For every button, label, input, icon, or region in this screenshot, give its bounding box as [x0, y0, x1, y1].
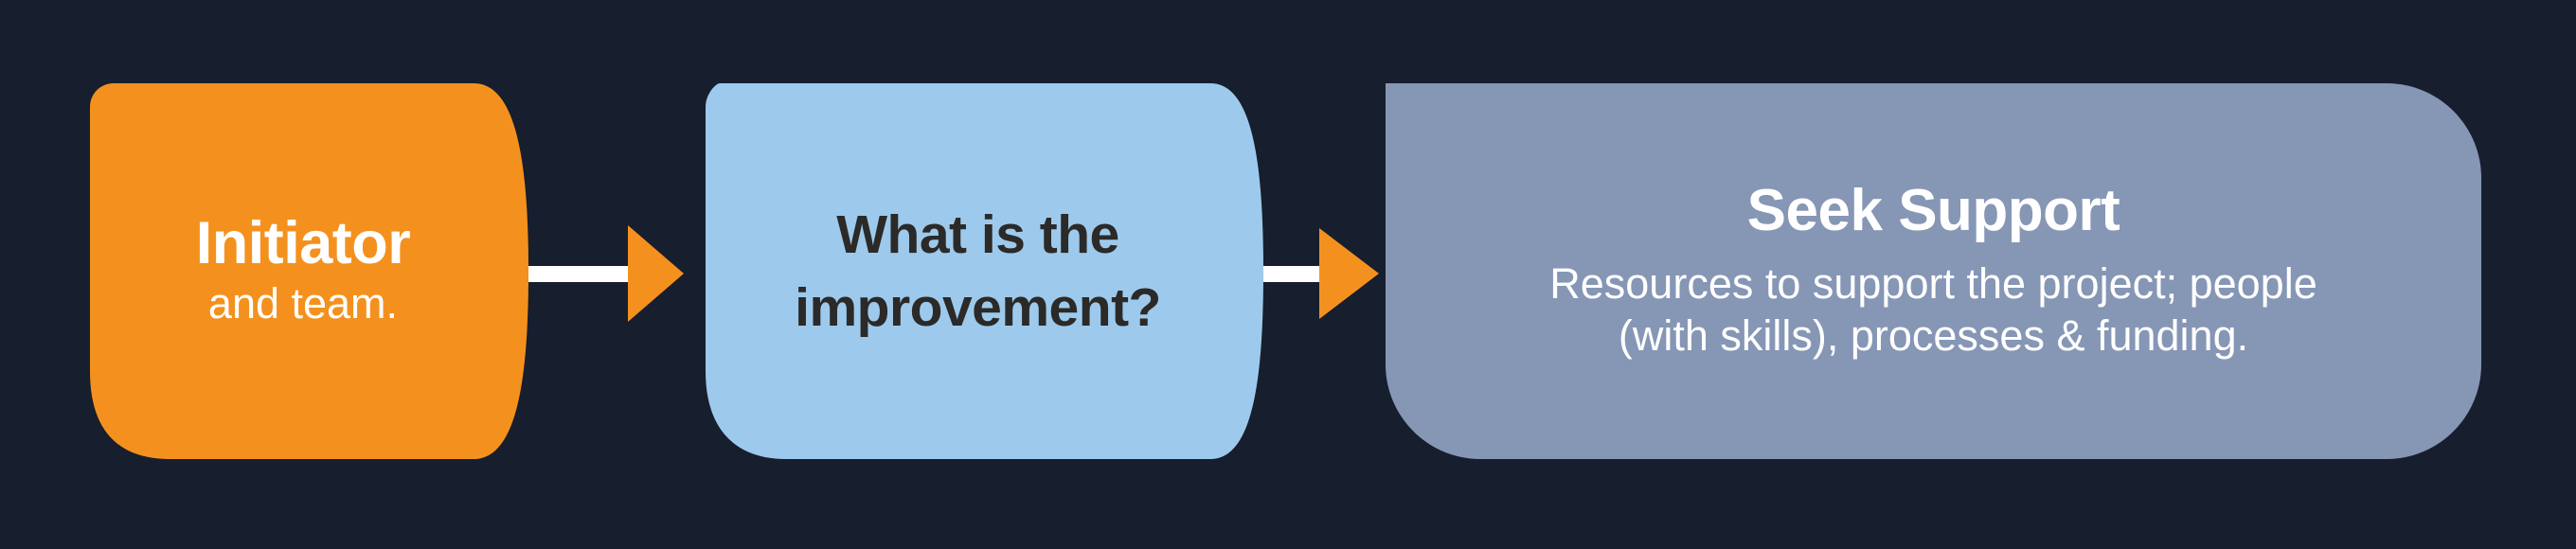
node-shape-support[interactable]: [1386, 83, 2481, 459]
connector-1: [528, 225, 684, 322]
connector-1-line: [528, 266, 631, 282]
node-shape-improvement[interactable]: [706, 83, 1263, 459]
connector-2-arrowhead: [1319, 228, 1379, 319]
node-shape-initiator[interactable]: [90, 83, 528, 459]
connector-1-arrowhead: [628, 225, 684, 322]
connector-2-line: [1263, 266, 1322, 282]
connector-2: [1263, 228, 1379, 319]
